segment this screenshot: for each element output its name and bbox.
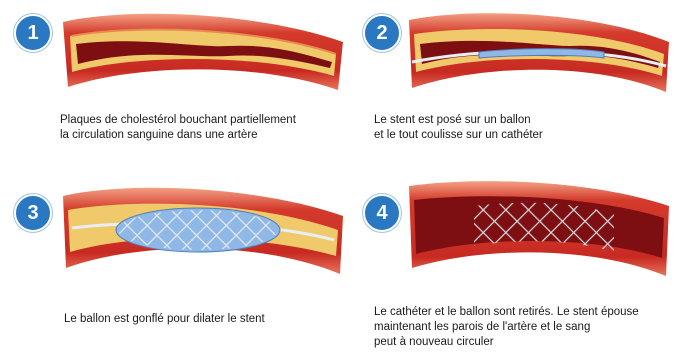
step-1-caption-line-2: la circulation sanguine dans une artère [60,128,296,143]
step-2-caption-line-1: Le stent est posé sur un ballon [374,113,543,128]
step-2-badge: 2 [363,14,401,52]
step-1-badge: 1 [14,14,52,52]
artery-illustration-2 [404,2,674,102]
step-3-caption-line-1: Le ballon est gonflé pour dilater le ste… [64,312,265,327]
step-1-caption-line-1: Plaques de cholestérol bouchant partiell… [60,113,296,128]
step-4-badge: 4 [363,194,401,232]
step-1-caption: Plaques de cholestérol bouchant partiell… [60,113,296,143]
artery-illustration-1 [58,2,348,102]
step-2-caption: Le stent est posé sur un ballon et le to… [374,113,543,143]
step-2-caption-line-2: et le tout coulisse sur un cathéter [374,128,543,143]
step-3-caption: Le ballon est gonflé pour dilater le ste… [64,312,265,327]
artery-illustration-4 [404,176,674,286]
step-4-caption: Le cathéter et le ballon sont retirés. L… [374,305,639,350]
step-3-badge: 3 [14,194,52,232]
step-4-caption-line-1: Le cathéter et le ballon sont retirés. L… [374,305,639,320]
artery-illustration-3 [58,176,348,286]
step-4-caption-line-3: peut à nouveau circuler [374,335,639,350]
step-4-caption-line-2: maintenant les parois de l'artère et le … [374,320,639,335]
